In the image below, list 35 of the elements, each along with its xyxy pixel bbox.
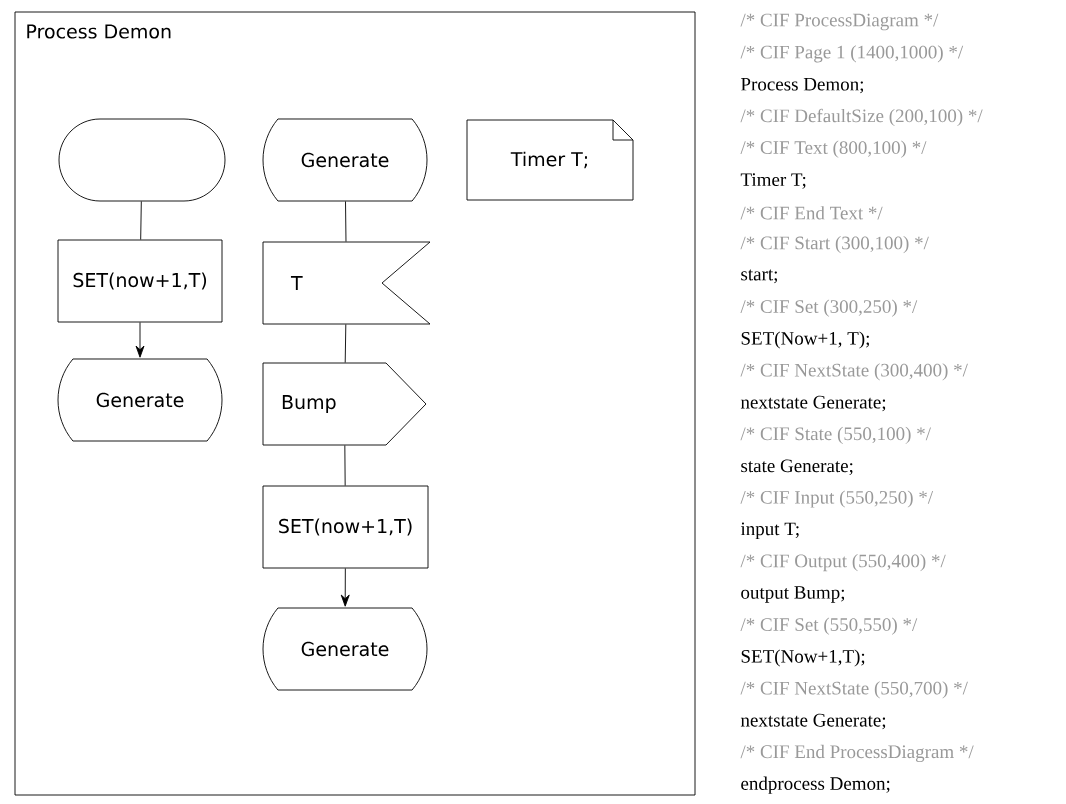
connector-line — [344, 324, 347, 363]
code-line: output Bump; — [741, 586, 845, 603]
arrow — [340, 568, 350, 607]
code-comment: /* CIF Set (300,250) */ — [740, 299, 918, 317]
code-line: nextstate Generate; — [740, 395, 886, 412]
code-comment: /* CIF Input (550,250) */ — [740, 490, 934, 508]
code-comment: /* CIF End Text */ — [740, 206, 883, 220]
code-comment: /* CIF Set (550,550) */ — [740, 617, 918, 635]
code-comment: /* CIF ProcessDiagram */ — [740, 13, 939, 31]
code-line: endprocess Demon; — [741, 776, 890, 794]
code-comment: /* CIF Output (550,400) */ — [740, 554, 946, 572]
code-comment: /* CIF Start (300,100) */ — [740, 236, 929, 254]
code-comment: /* CIF Text (800,100) */ — [740, 140, 927, 158]
code-comment: /* CIF NextState (300,400) */ — [740, 363, 968, 381]
code-line: input T; — [740, 522, 799, 540]
code-line: SET(Now+1, T); — [741, 331, 869, 349]
code-comment: /* CIF DefaultSize (200,100) */ — [740, 108, 983, 127]
connector-line — [140, 201, 142, 240]
code-line: nextstate Generate; — [740, 713, 886, 730]
code-line: Timer T; — [740, 173, 806, 189]
code-comment: /* CIF State (550,100) */ — [740, 426, 931, 444]
code-line: Process Demon; — [741, 77, 863, 94]
start-symbol — [58, 118, 226, 202]
code-comment: /* CIF Page 1 (1400,1000) */ — [740, 45, 964, 63]
code-line: state Generate; — [741, 459, 853, 475]
arrow — [135, 322, 145, 358]
code-comment: /* CIF NextState (550,700) */ — [740, 681, 968, 699]
task-box: SET(now+1,T) — [262, 485, 429, 569]
code-line: SET(Now+1,T); — [741, 649, 865, 667]
connector-line — [344, 445, 346, 486]
code-line: start; — [741, 269, 777, 284]
task-box: SET(now+1,T) — [57, 239, 223, 323]
code-comment: /* CIF End ProcessDiagram */ — [740, 744, 974, 763]
connector-line — [345, 201, 347, 242]
text-note: Timer T; — [466, 119, 634, 201]
